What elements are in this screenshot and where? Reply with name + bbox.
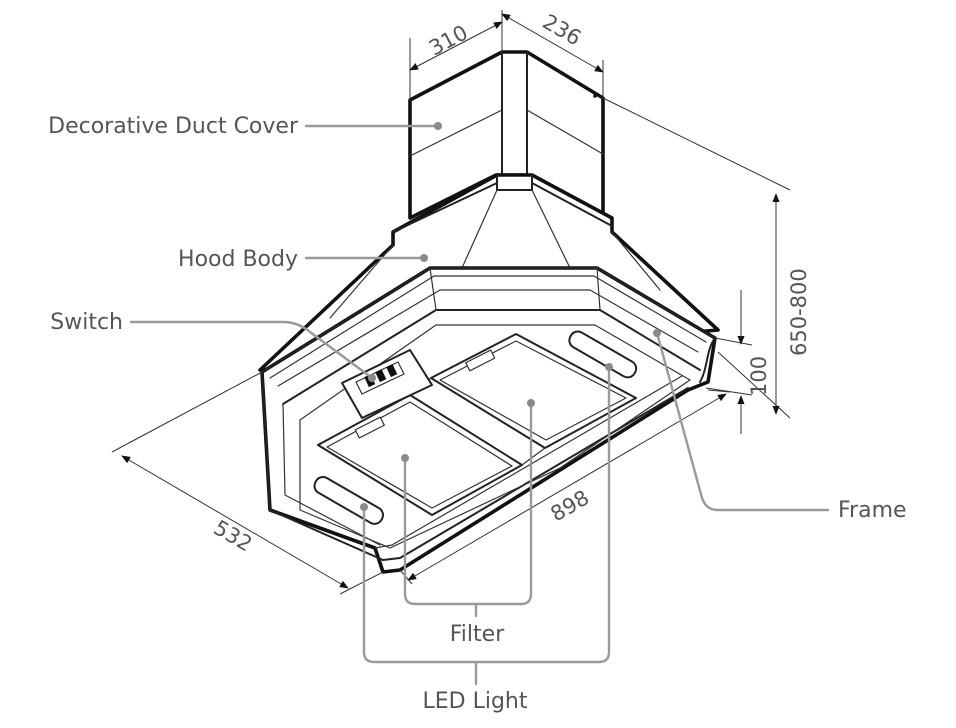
leader-led-light [362,365,611,664]
leader-lines [129,122,830,686]
label-frame: Frame [838,498,907,523]
dim-depth: 532 [210,516,257,557]
dim-duct-depth: 236 [539,10,586,51]
label-hood-body: Hood Body [178,247,298,272]
leader-filter [403,401,533,606]
led-light-right [568,330,638,379]
leader-frame [655,331,830,512]
leader-switch [129,320,374,380]
filter-left-handle [354,416,385,439]
label-filter: Filter [450,622,505,647]
dim-frame-height: 100 [747,356,771,396]
filter-right-handle [465,349,496,372]
dim-duct-width: 310 [425,20,472,60]
dim-width: 898 [547,485,594,526]
dim-overall-height: 650-800 [787,268,811,356]
label-led-light: LED Light [423,689,528,714]
label-duct-cover: Decorative Duct Cover [48,114,299,139]
dimension-lines [111,10,791,595]
switch-drawing [341,349,433,419]
label-switch: Switch [50,310,123,335]
